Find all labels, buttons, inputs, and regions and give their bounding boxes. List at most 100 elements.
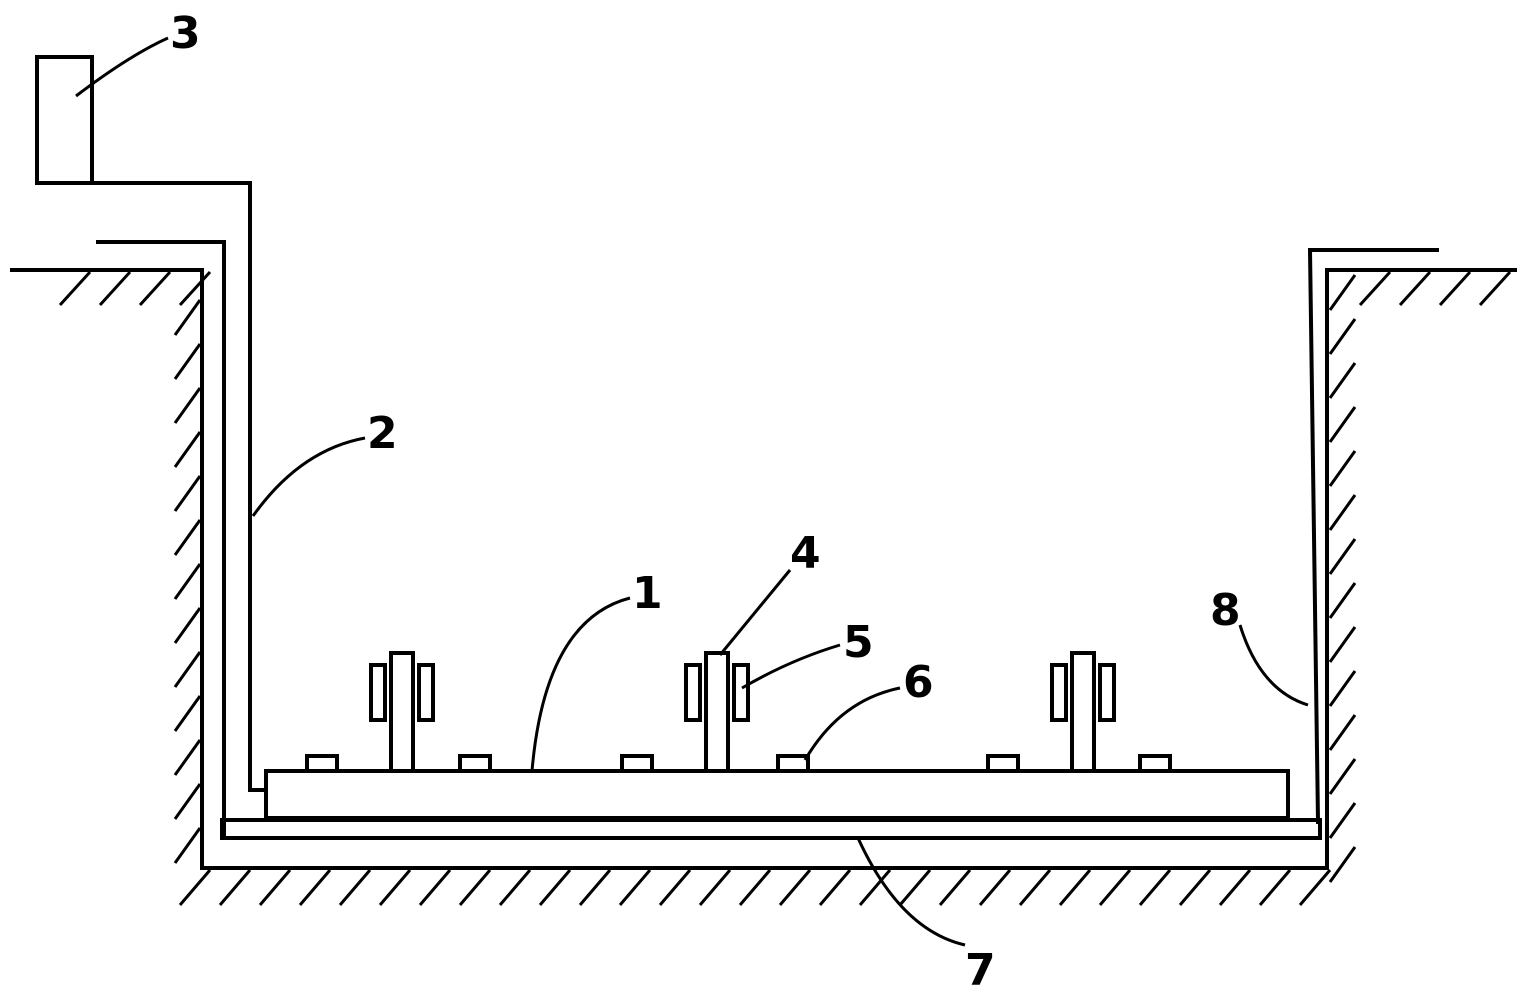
hatch-stroke [1018,869,1052,906]
hatch-stroke [173,519,202,556]
hatch-stroke [898,869,932,906]
hatch-stroke [173,651,202,688]
hatch-stroke [1328,538,1357,575]
post-assembly [1050,651,1116,773]
label-1: 1 [632,568,663,619]
soil-hatching [58,270,1512,906]
hatch-stroke [1398,270,1432,307]
base-slab-1 [264,769,1290,820]
hatch-stroke [1328,714,1357,751]
hatch-stroke [1258,869,1292,906]
small-block [986,754,1020,773]
reference-numerals: 3 2 1 4 5 6 7 8 [170,8,1241,993]
leader-6 [803,686,901,761]
hatch-stroke [578,869,612,906]
posts-4-with-clamps-5 [369,651,1116,773]
hatch-stroke [98,270,132,307]
post-assembly [684,651,750,773]
leader-5 [741,643,841,690]
leader-3 [75,36,169,98]
hatch-stroke [173,739,202,776]
hatch-stroke [858,869,892,906]
hatch-stroke [1328,670,1357,707]
hatch-stroke [1328,758,1357,795]
hatch-stroke [1328,582,1357,619]
hatch-stroke [173,431,202,468]
label-2: 2 [367,408,398,459]
post [1070,651,1096,773]
hatch-stroke [138,270,172,307]
small-block [776,754,810,773]
hatch-stroke [658,869,692,906]
hatch-stroke [778,869,812,906]
hatch-stroke [1058,869,1092,906]
box-3 [35,55,94,185]
hatch-stroke [173,475,202,512]
hatch-stroke [298,869,332,906]
leader-lines [75,36,1309,947]
hatch-stroke [58,270,92,307]
hatch-stroke [173,387,202,424]
hatch-stroke [1438,270,1472,307]
hatch-stroke [538,869,572,906]
hatch-stroke [173,563,202,600]
hatch-stroke [173,299,202,336]
hatch-stroke [1328,362,1357,399]
hatch-stroke [378,869,412,906]
label-5: 5 [843,617,874,668]
hatch-stroke [1098,869,1132,906]
hatch-stroke [1328,318,1357,355]
label-6: 6 [903,657,934,708]
bottom-layer-7 [220,818,1322,840]
hatch-stroke [1178,869,1212,906]
hatch-stroke [618,869,652,906]
hatch-stroke [938,869,972,906]
hatch-stroke [978,869,1012,906]
hatch-stroke [173,695,202,732]
clamp-left [1050,663,1068,722]
leader-4 [718,569,792,656]
pit-outline [200,268,1329,870]
hatch-stroke [1328,274,1357,311]
post-assembly [369,651,435,773]
hatch-stroke [458,869,492,906]
hatch-stroke [1328,802,1357,839]
hatch-stroke [1328,846,1357,883]
hatch-stroke [1478,270,1512,307]
hatch-stroke [218,869,252,906]
post [704,651,730,773]
clamp-right [417,663,435,722]
hatch-stroke [1328,626,1357,663]
hatch-stroke [258,869,292,906]
small-blocks-6 [305,754,1172,773]
label-8: 8 [1210,585,1241,636]
small-block [458,754,492,773]
pipe-2-inner [96,240,226,840]
leader-7 [856,837,966,947]
label-7: 7 [965,945,996,993]
hatch-stroke [178,270,212,307]
hatch-stroke [173,783,202,820]
clamp-left [369,663,387,722]
leader-8 [1238,624,1309,707]
leader-1 [530,596,631,772]
hatch-stroke [1218,869,1252,906]
label-3: 3 [170,8,201,59]
hatch-stroke [178,869,212,906]
label-4: 4 [790,528,821,579]
hatch-stroke [1328,494,1357,531]
clamp-right [1098,663,1116,722]
pipe-2-outer [90,181,266,792]
hatch-stroke [738,869,772,906]
hatch-stroke [418,869,452,906]
hatch-stroke [338,869,372,906]
hatch-stroke [1358,270,1392,307]
hatch-stroke [1328,406,1357,443]
hatch-stroke [173,827,202,864]
hatch-stroke [1138,869,1172,906]
leader-2 [251,436,366,517]
hatch-stroke [173,607,202,644]
hatch-stroke [1328,450,1357,487]
clamp-left [684,663,702,722]
